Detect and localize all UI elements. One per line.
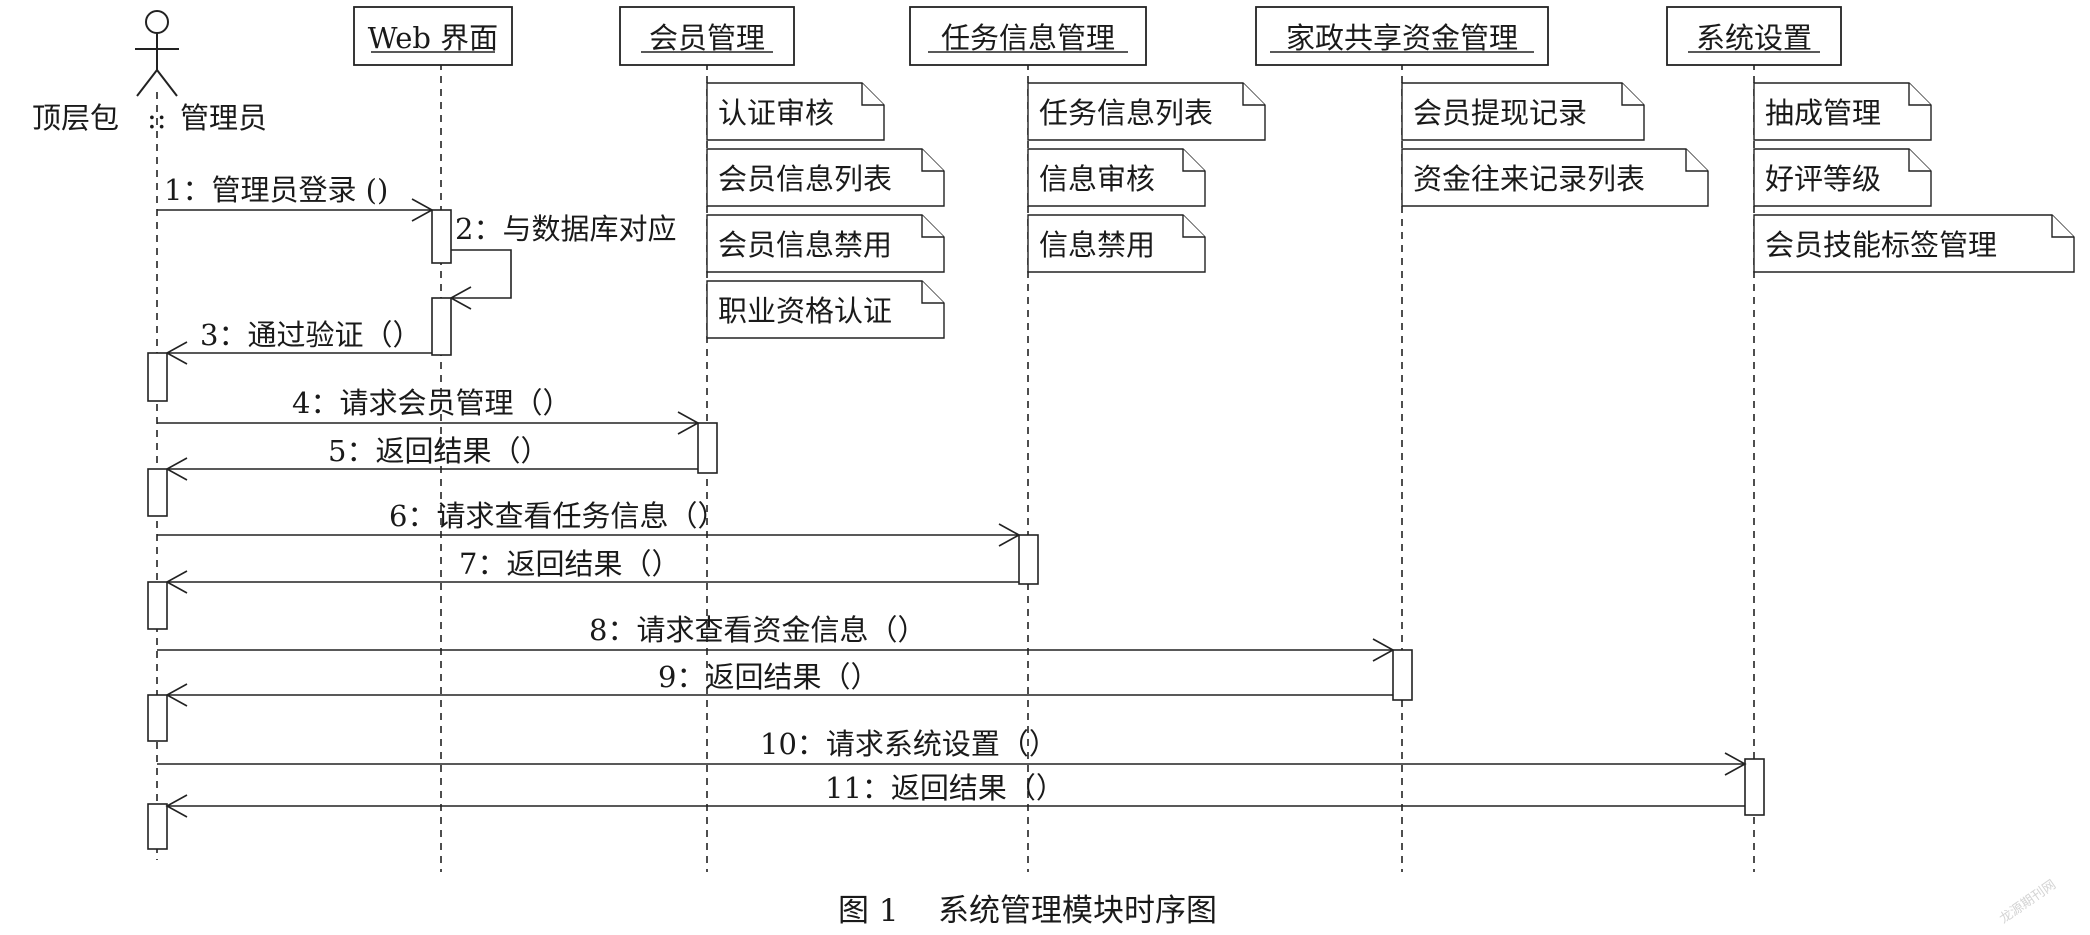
message-7-arrow — [165, 570, 1019, 594]
participant-label: 会员管理 — [649, 21, 765, 55]
activation-actor-2 — [147, 468, 168, 517]
activation-actor-5 — [147, 803, 168, 850]
message-6-label: 6：请求查看任务信息（） — [389, 499, 726, 533]
actor-icon — [135, 10, 179, 97]
message-9-arrow — [165, 683, 1393, 707]
activation-actor-1 — [147, 352, 168, 402]
participant-label: Web 界面 — [368, 21, 498, 55]
note-sys-2: 好评等级 — [1753, 148, 1932, 207]
note-sys-1: 抽成管理 — [1753, 82, 1932, 141]
message-11-arrow — [165, 794, 1745, 818]
activation-member — [697, 422, 718, 474]
participant-task: 任务信息管理 — [909, 6, 1147, 66]
note-fund-2: 资金往来记录列表 — [1401, 148, 1709, 207]
activation-web-1 — [431, 209, 452, 264]
activation-web-2 — [431, 297, 452, 356]
svg-text:会员信息列表: 会员信息列表 — [718, 162, 892, 196]
note-sys-3: 会员技能标签管理 — [1753, 214, 2075, 273]
message-11-label: 11：返回结果（） — [825, 771, 1065, 805]
participant-label: 任务信息管理 — [941, 21, 1115, 55]
note-member-4: 职业资格认证 — [706, 280, 945, 339]
note-task-2: 信息审核 — [1027, 148, 1206, 207]
actor-separator: :: — [147, 101, 167, 135]
message-4-arrow — [157, 411, 700, 435]
message-7-label: 7：返回结果（） — [459, 547, 680, 581]
message-1-arrow — [157, 198, 434, 222]
svg-text:好评等级: 好评等级 — [1765, 162, 1881, 196]
participant-member: 会员管理 — [619, 6, 795, 66]
note-task-3: 信息禁用 — [1027, 214, 1206, 273]
activation-task — [1018, 534, 1039, 585]
activation-fund — [1392, 649, 1413, 701]
activation-actor-4 — [147, 694, 168, 742]
svg-text:会员提现记录: 会员提现记录 — [1413, 96, 1587, 130]
message-10-arrow — [157, 752, 1747, 776]
message-5-arrow — [165, 457, 698, 481]
participant-label: 家政共享资金管理 — [1286, 21, 1518, 55]
svg-text:职业资格认证: 职业资格认证 — [718, 294, 892, 328]
svg-text:信息审核: 信息审核 — [1039, 162, 1155, 196]
message-2-label: 2：与数据库对应 — [455, 212, 676, 246]
message-3-arrow — [165, 341, 432, 365]
message-6-arrow — [157, 523, 1021, 547]
note-member-1: 认证审核 — [706, 82, 885, 141]
svg-text:任务信息列表: 任务信息列表 — [1039, 96, 1213, 130]
note-member-3: 会员信息禁用 — [706, 214, 945, 273]
actor-name: 顶层包 — [32, 101, 119, 135]
svg-text:认证审核: 认证审核 — [718, 96, 834, 130]
svg-text:会员技能标签管理: 会员技能标签管理 — [1765, 228, 1997, 262]
actor-role: 管理员 — [180, 101, 267, 135]
svg-text:会员信息禁用: 会员信息禁用 — [718, 228, 892, 262]
message-10-label: 10：请求系统设置（） — [760, 727, 1058, 761]
note-fund-1: 会员提现记录 — [1401, 82, 1645, 141]
participant-web: Web 界面 — [353, 6, 513, 66]
message-8-label: 8：请求查看资金信息（） — [589, 613, 926, 647]
figure-number: 图 1 — [838, 893, 899, 929]
watermark: 龙源期刊网 — [1997, 877, 2059, 927]
message-9-label: 9：返回结果（） — [658, 660, 879, 694]
message-1-label: 1：管理员登录 () — [164, 173, 388, 207]
svg-text:抽成管理: 抽成管理 — [1765, 96, 1881, 130]
activation-sys — [1744, 758, 1765, 816]
participant-label: 系统设置 — [1696, 21, 1812, 55]
message-5-label: 5：返回结果（） — [328, 434, 549, 468]
note-task-1: 任务信息列表 — [1027, 82, 1266, 141]
activation-actor-3 — [147, 581, 168, 630]
participant-sys: 系统设置 — [1666, 6, 1842, 66]
message-2-self-arrow — [449, 249, 512, 310]
note-member-2: 会员信息列表 — [706, 148, 945, 207]
svg-text:信息禁用: 信息禁用 — [1039, 228, 1155, 262]
message-4-label: 4：请求会员管理（） — [292, 386, 571, 420]
figure-title: 系统管理模块时序图 — [938, 893, 1217, 929]
svg-text:资金往来记录列表: 资金往来记录列表 — [1413, 162, 1645, 196]
message-3-label: 3：通过验证（） — [200, 318, 421, 352]
message-8-arrow — [157, 638, 1395, 662]
participant-fund: 家政共享资金管理 — [1255, 6, 1549, 66]
